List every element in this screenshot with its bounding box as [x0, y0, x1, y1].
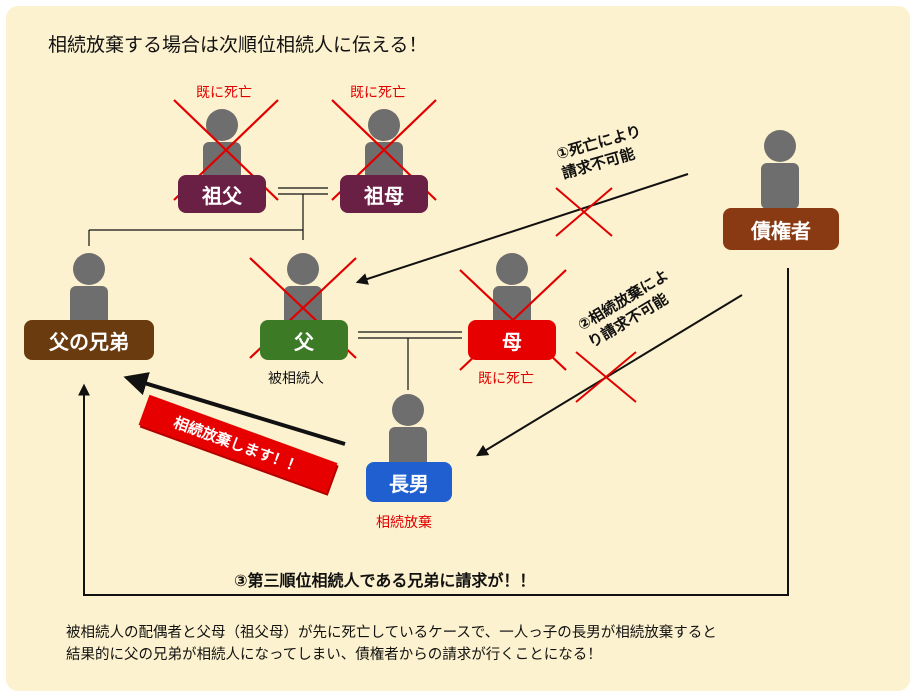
label-son: 長男 — [366, 462, 452, 502]
arrow-creditor-to-uncle — [78, 268, 789, 596]
status-grandmother: 既に死亡 — [350, 85, 406, 101]
blocked-cross-second — [575, 351, 637, 403]
person-figure-grandmother — [365, 109, 403, 180]
label-uncle: 父の兄弟 — [24, 320, 154, 360]
family-tree-connectors — [88, 187, 462, 390]
label-mother: 母 — [468, 320, 556, 360]
person-figure-son — [389, 394, 427, 467]
person-figure-uncle — [70, 253, 108, 326]
description-line2: 結果的に父の兄弟が相続人になってしまい、債権者からの請求が行くことになる！ — [66, 647, 602, 663]
person-figure-father — [284, 253, 322, 326]
person-figure-grandfather — [203, 109, 241, 180]
arrow-son-to-uncle — [123, 372, 346, 446]
description: 被相続人の配偶者と父母（祖父母）が先に死亡しているケースで、一人っ子の長男が相続… — [66, 622, 717, 666]
person-figure-creditor — [761, 130, 799, 209]
diagram-background — [6, 6, 910, 691]
arrow-note-third: ③第三順位相続人である兄弟に請求が！！ — [234, 571, 536, 590]
label-grandmother: 祖母 — [340, 175, 428, 213]
label-father: 父 — [260, 320, 348, 360]
caption-father: 被相続人 — [268, 371, 324, 387]
diagram-title: 相続放棄する場合は次順位相続人に伝える！ — [48, 34, 428, 56]
blocked-cross-first — [555, 187, 613, 237]
person-figure-mother — [493, 253, 531, 326]
description-line1: 被相続人の配偶者と父母（祖父母）が先に死亡しているケースで、一人っ子の長男が相続… — [66, 625, 717, 641]
caption-son: 相続放棄 — [376, 515, 432, 531]
status-mother: 既に死亡 — [478, 371, 534, 387]
arrow-creditor-to-father — [355, 173, 689, 285]
status-grandfather: 既に死亡 — [196, 85, 252, 101]
label-grandfather: 祖父 — [178, 175, 266, 213]
arrow-creditor-to-son — [475, 294, 743, 457]
label-creditor: 債権者 — [723, 208, 839, 250]
